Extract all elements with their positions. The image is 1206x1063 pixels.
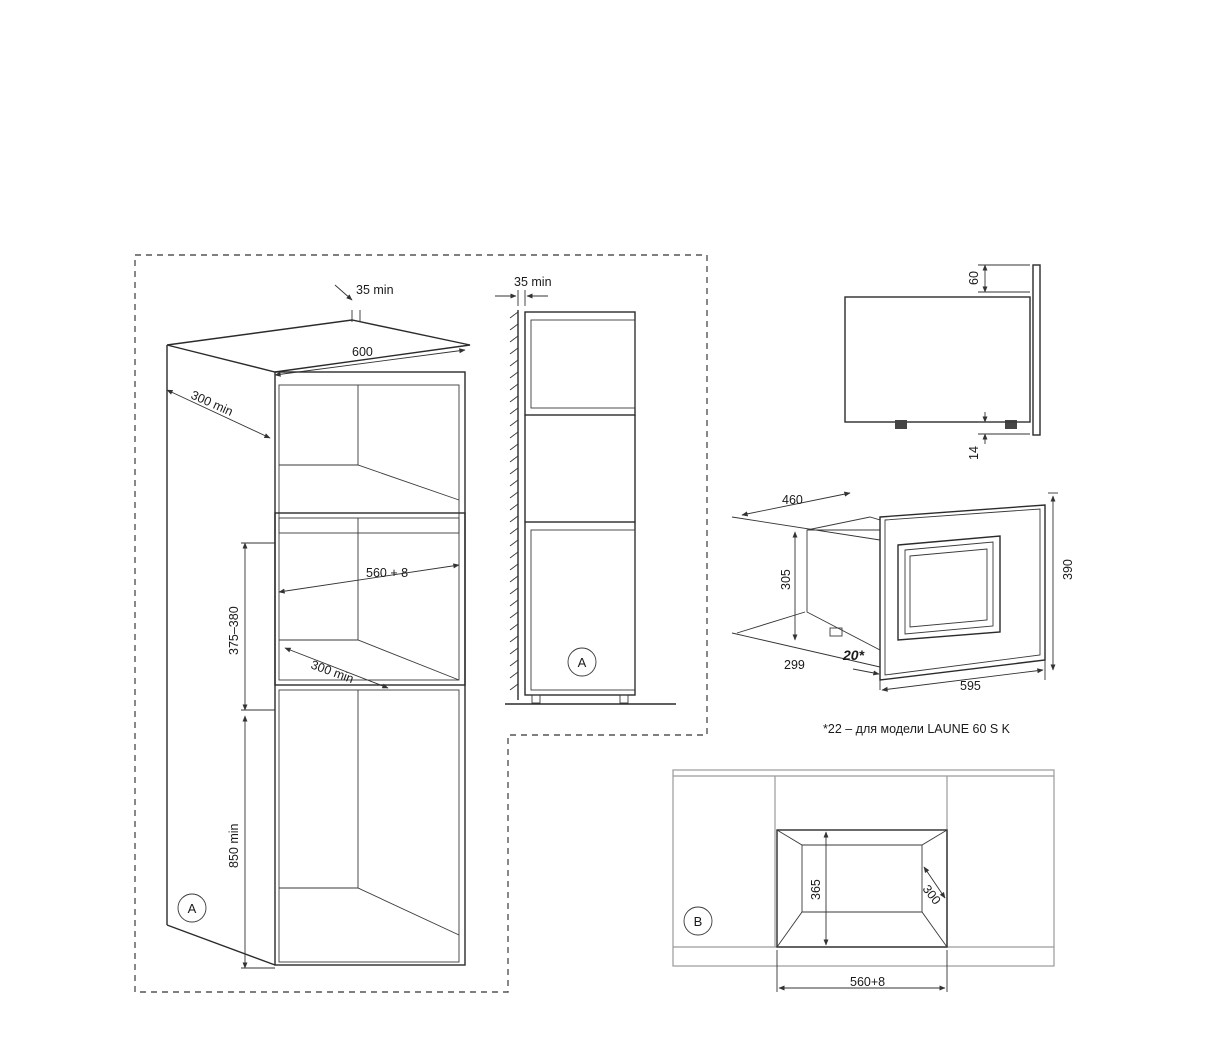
body-height-label: 305 — [779, 569, 793, 590]
depth-label: 300 min — [189, 388, 235, 419]
wall-niche-width-label: 560+8 — [850, 975, 885, 989]
top-clearance-label: 35 min — [356, 283, 394, 297]
niche-depth-label: 300 min — [309, 658, 356, 686]
wall-niche-depth-label: 300 — [920, 882, 944, 907]
marker-a-column: A — [188, 901, 197, 916]
bottom-offset-label: 14 — [967, 446, 981, 460]
width-label: 600 — [352, 345, 373, 359]
body-depth-label: 299 — [784, 658, 805, 672]
oven-side-profile: 60 14 — [844, 264, 1041, 460]
marker-a-side: A — [578, 655, 587, 670]
depth-460-label: 460 — [782, 493, 803, 507]
marker-b: B — [694, 914, 703, 929]
top-offset-label: 60 — [967, 271, 981, 285]
tall-column-view: A 35 min 600 300 min 560 + 8 300 min 375… — [166, 283, 471, 969]
front-width-label: 595 — [960, 679, 981, 693]
frame-offset-label: 20* — [842, 647, 865, 663]
side-top-clearance-label: 35 min — [514, 275, 552, 289]
side-view: A 35 min — [495, 275, 676, 705]
niche-width-label: 560 + 8 — [366, 566, 408, 580]
wall-niche-height-label: 365 — [809, 879, 823, 900]
dashed-outline — [134, 254, 708, 993]
base-height-label: 850 min — [227, 823, 241, 868]
front-height-label: 390 — [1061, 559, 1075, 580]
niche-height-label: 375–380 — [227, 606, 241, 655]
footnote: *22 – для модели LAUNE 60 S K — [823, 722, 1011, 736]
wall-cabinet-view: B 365 300 560+8 — [672, 769, 1055, 992]
oven-isometric: 460 305 390 299 595 20* — [731, 491, 1075, 693]
